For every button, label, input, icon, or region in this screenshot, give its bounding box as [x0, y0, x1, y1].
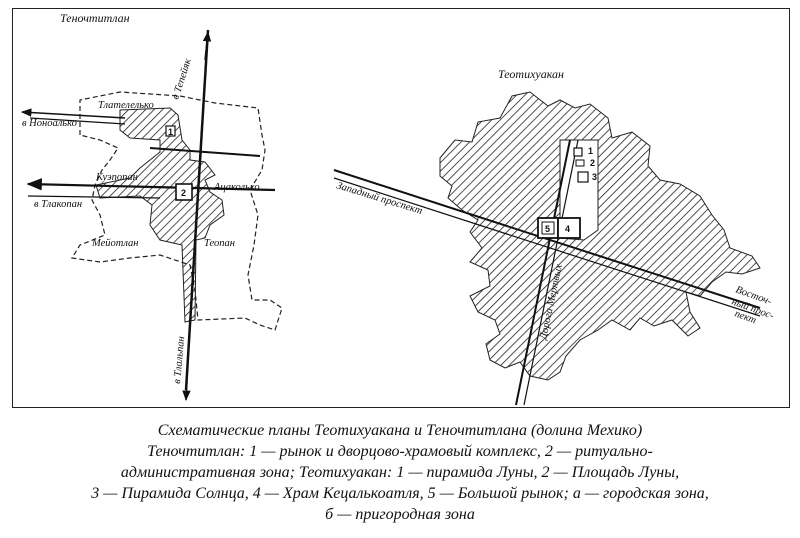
label-west-avenue: Западный проспект	[335, 180, 424, 217]
label-west-avenue-1: Западный проспект	[335, 180, 424, 217]
teotihuacan-title: Теотихуакан	[498, 67, 564, 81]
road-dead-2	[523, 139, 579, 406]
label-tlatelolco: Тлателелько	[98, 100, 154, 111]
teotihuacan-map: Теотихуакан 1 2 3 5 4 Западный проспект …	[333, 67, 776, 406]
tenochtitlan-title: Теночтитлан	[60, 11, 130, 25]
teotihuacan-city-zone	[439, 91, 761, 381]
teotihuacan-marker-5: 5	[545, 224, 550, 234]
label-teopan: Теопан	[204, 238, 235, 249]
caption-line-5: б — пригородная зона	[325, 506, 475, 523]
teotihuacan-marker-2: 2	[590, 158, 595, 168]
caption-line-4: 3 — Пирамида Солнца, 4 — Храм Кецалькоат…	[91, 485, 709, 502]
road-dead	[515, 139, 571, 406]
label-tlacopan: в Тлакопан	[34, 199, 82, 210]
caption-line-1: Схематические планы Теотихуакана и Теноч…	[157, 422, 643, 439]
marker-1-box	[165, 125, 176, 137]
sun-pyramid	[577, 171, 589, 183]
arrow-tlalpan	[182, 319, 191, 402]
tenochtitlan-urban-zone	[95, 107, 225, 323]
tenochtitlan-map: Теночтитлан 1 2 в Тепейяк Тлателелько в …	[20, 11, 283, 402]
teotihuacan-marker-3: 3	[592, 172, 597, 182]
label-atzacoalco: Ацаколько	[213, 182, 260, 193]
road-west-avenue	[333, 169, 761, 309]
teotihuacan-marker-1: 1	[588, 146, 593, 156]
marker-2-box	[175, 183, 193, 201]
caption-line-3: административная зона; Теотихуакан: 1 — …	[120, 464, 680, 481]
caption-line-2: Теночтитлан: 1 — рынок и дворцово-храмов…	[147, 443, 653, 460]
label-cuepopan: Куэпопан	[95, 172, 138, 183]
quetzalcoatl-temple-box	[557, 217, 581, 239]
teotihuacan-marker-4: 4	[565, 224, 570, 234]
moon-pyramid	[573, 147, 583, 157]
moon-plaza	[575, 159, 585, 167]
diagram-svg: Теночтитлан 1 2 в Тепейяк Тлателелько в …	[20, 11, 776, 406]
label-moyotlan: Мейотлан	[91, 238, 139, 249]
road-nonoalco	[149, 147, 261, 157]
road-tlacopan	[26, 178, 276, 192]
road-west-avenue-2	[333, 177, 761, 317]
label-tlalpan: в Тлальпан	[172, 336, 187, 384]
label-tepeyac: в Тепейяк	[170, 57, 194, 101]
diagram-frame	[12, 8, 790, 408]
tenochtitlan-suburban-zone	[71, 91, 283, 331]
great-market-inner	[541, 221, 555, 235]
label-nonoalco: в Ноноалько	[22, 118, 77, 129]
tenochtitlan-marker-1: 1	[168, 127, 173, 137]
road-tlacopan-2	[27, 195, 161, 199]
arrow-nonoalco	[20, 108, 126, 119]
road-nonoalco-2	[29, 117, 126, 125]
arrow-tepeyac	[202, 30, 212, 61]
figure-caption: Схематические планы Теотихуакана и Теноч…	[10, 420, 790, 525]
tenochtitlan-marker-2: 2	[181, 188, 186, 198]
